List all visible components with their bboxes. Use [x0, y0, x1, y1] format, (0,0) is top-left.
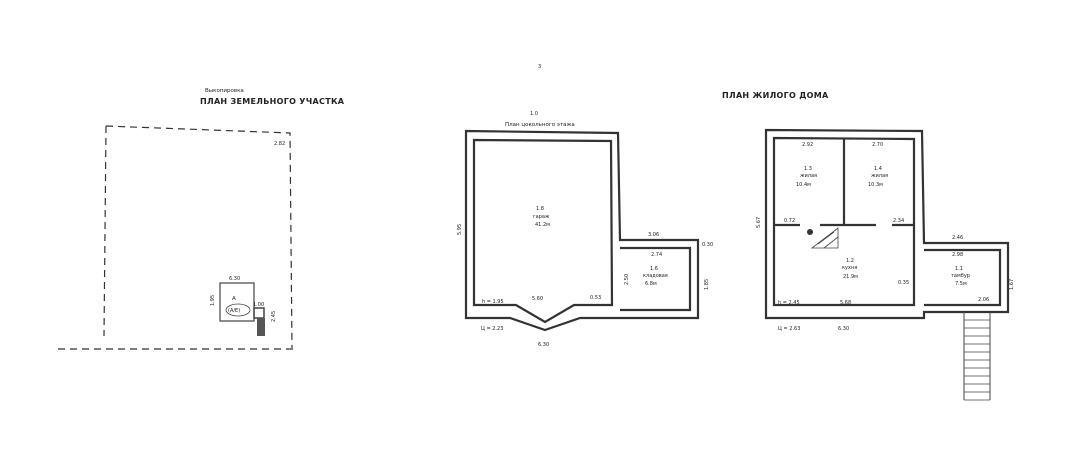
site-house-ellipse	[225, 303, 251, 317]
floor-dim-bottom-left: h = 2.45	[778, 300, 800, 306]
floor-dim-annex-bottom: 2.06	[978, 297, 989, 303]
floor-annex-inner	[924, 248, 1002, 307]
floor-dim-left-height: 5.67	[756, 217, 762, 228]
basement-annex-inner	[620, 246, 692, 312]
floor-room4-name: тамбур	[951, 273, 970, 279]
basement-dim-total-width: 6.30	[538, 342, 549, 348]
basement-room-big-name: гараж	[533, 214, 550, 220]
floor-fixture	[807, 229, 813, 235]
floor-room2-name: жилая	[871, 173, 888, 179]
floor-dim-total-width: 6.30	[838, 326, 849, 332]
basement-dim-left-height: 5.95	[457, 224, 463, 235]
site-dim-right: 2.45	[271, 311, 277, 322]
floor-inner-wall	[772, 136, 916, 307]
basement-room-small-name: кладовая	[643, 273, 668, 279]
site-house-outline	[219, 282, 255, 322]
floor-plan: ПЛАН ЖИЛОГО ДОМА 2.92 2.70 1.3 жилая 10.…	[722, 91, 1015, 401]
floor-room4-no: 1.1	[955, 266, 963, 272]
basement-title: План цокольного этажа	[505, 122, 575, 128]
site-plan: Выкопировка ПЛАН ЗЕМЕЛЬНОГО УЧАСТКА 2.82…	[58, 88, 345, 350]
site-plan-caption: Выкопировка	[205, 88, 244, 94]
floor-outside-stairs	[963, 312, 991, 401]
page-mark: 3	[538, 64, 541, 70]
floor-room2-area: 10.3м	[868, 182, 883, 188]
site-plan-title: ПЛАН ЗЕМЕЛЬНОГО УЧАСТКА	[200, 97, 345, 106]
site-house-width: 6.30	[229, 276, 240, 282]
basement-room-big-no: 1.8	[536, 206, 544, 212]
floor-room2-no: 1.4	[874, 166, 882, 172]
floor-dim-annex-side: 0.35	[898, 280, 909, 286]
floor-room1-no: 1.3	[804, 166, 812, 172]
basement-dim-annex-top: 3.06	[648, 232, 659, 238]
floor-dim-annex-right: 1.67	[1009, 279, 1015, 290]
basement-dim-bottom-right: 0.53	[590, 295, 601, 301]
floor-room1-area: 10.4м	[796, 182, 811, 188]
site-boundary-left	[103, 125, 107, 337]
floor-dim-top-right: 2.70	[872, 142, 883, 148]
basement-plan: 1.0 План цокольного этажа 1.8 гараж 41.2…	[457, 111, 713, 348]
basement-title-index: 1.0	[530, 111, 538, 117]
floor-dim-annex-top: 2.46	[952, 235, 963, 241]
site-boundary-top-right	[105, 125, 293, 349]
basement-room-small-area: 6.8м	[645, 281, 657, 287]
floor-dim-annex-inner: 2.98	[952, 252, 963, 258]
basement-dim-annex-r: 1.85	[704, 279, 710, 290]
site-house-label-ab: (А/Е)	[228, 308, 240, 314]
floor-dim-right-mid: 2.34	[893, 218, 904, 224]
floor-room3-name: кухня	[842, 265, 857, 271]
basement-dim-annex-step: 0.30	[702, 242, 713, 248]
site-porch	[257, 318, 265, 336]
floor-room4-area: 7.5м	[955, 281, 967, 287]
floor-room1-name: жилая	[800, 173, 817, 179]
site-shed	[253, 307, 265, 319]
floor-dim-left-mid: 0.72	[784, 218, 795, 224]
basement-room-small-no: 1.6	[650, 266, 658, 272]
floor-dim-bottom-mid: 5.68	[840, 300, 851, 306]
basement-dim-bottom-left: h = 1.95	[482, 299, 504, 305]
basement-dim-bottom-mid: 5.60	[532, 296, 543, 302]
floor-plan-title: ПЛАН ЖИЛОГО ДОМА	[722, 91, 829, 100]
basement-dim-level: Ц = 2.23	[481, 326, 503, 332]
basement-dim-annex-h: 2.50	[624, 274, 630, 285]
floor-dim-level: Ц = 2.63	[778, 326, 800, 332]
basement-room-big-area: 41.2м	[535, 222, 550, 228]
site-dim-left: 1.95	[210, 295, 216, 306]
floor-stair	[810, 227, 839, 249]
floor-outer-wall	[764, 128, 1010, 320]
site-shed-width: 1.00	[253, 302, 264, 308]
site-dim-top-right: 2.82	[274, 141, 285, 147]
floor-room3-no: 1.2	[846, 258, 854, 264]
floor-room3-area: 21.9м	[843, 274, 858, 280]
basement-dim-annex-inner: 2.74	[651, 252, 662, 258]
basement-inner-wall	[472, 138, 614, 324]
site-house-label-a: А	[232, 296, 236, 302]
basement-outer-wall	[464, 129, 700, 332]
floor-dim-top-left: 2.92	[802, 142, 813, 148]
